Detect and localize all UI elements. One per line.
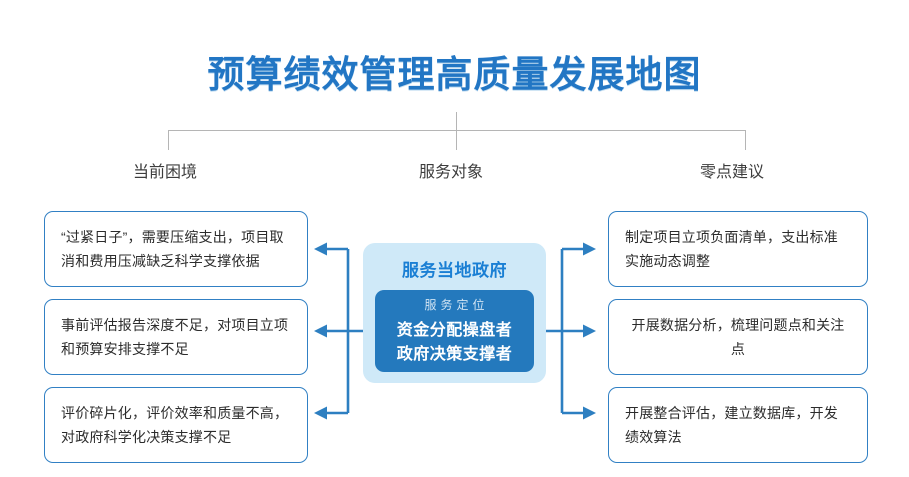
left-card-2[interactable]: 事前评估报告深度不足，对项目立项和预算安排支撑不足 [44, 299, 308, 375]
right-card-1[interactable]: 制定项目立项负面清单，支出标准实施动态调整 [608, 211, 868, 287]
center-panel-eyebrow: 服务定位 [424, 298, 489, 312]
bracket-stem-up [456, 112, 457, 131]
section-label-service-target: 服务对象 [419, 164, 484, 181]
left-card-1[interactable]: “过紧日子”，需要压缩支出，项目取消和费用压减缺乏科学支撑依据 [44, 211, 308, 287]
right-card-2-text: 开展数据分析，梳理问题点和关注点 [631, 317, 845, 357]
bracket-tick-left [168, 130, 169, 150]
center-panel[interactable]: 服务当地政府 服务定位 资金分配操盘者 政府决策支撑者 [363, 243, 546, 383]
center-panel-role-line-2: 政府决策支撑者 [396, 346, 513, 363]
left-card-2-text: 事前评估报告深度不足，对项目立项和预算安排支撑不足 [61, 317, 289, 357]
left-card-3-text: 评价碎片化，评价效率和质量不高，对政府科学化决策支撑不足 [61, 405, 289, 445]
left-card-3[interactable]: 评价碎片化，评价效率和质量不高，对政府科学化决策支撑不足 [44, 387, 308, 463]
center-panel-inner-box: 服务定位 资金分配操盘者 政府决策支撑者 [375, 290, 534, 372]
center-panel-role-line-1: 资金分配操盘者 [396, 322, 513, 339]
right-card-1-text: 制定项目立项负面清单，支出标准实施动态调整 [625, 229, 838, 269]
bracket-stem-center [456, 130, 457, 150]
left-card-1-text: “过紧日子”，需要压缩支出，项目取消和费用压减缺乏科学支撑依据 [61, 229, 284, 269]
bracket-tick-right [744, 130, 746, 150]
left-connector-arrows [314, 236, 366, 426]
section-label-zeropoint-suggestions: 零点建议 [700, 164, 765, 181]
page-title: 预算绩效管理高质量发展地图 [207, 54, 702, 95]
bracket-horizontal-line [168, 130, 746, 131]
top-bracket [168, 112, 746, 150]
right-card-2[interactable]: 开展数据分析，梳理问题点和关注点 [608, 299, 868, 375]
right-card-3-text: 开展整合评估，建立数据库，开发绩效算法 [625, 405, 838, 445]
section-label-current-difficulties: 当前困境 [133, 164, 198, 181]
center-panel-heading: 服务当地政府 [402, 261, 507, 280]
right-card-3[interactable]: 开展整合评估，建立数据库，开发绩效算法 [608, 387, 868, 463]
right-connector-arrows [544, 236, 596, 426]
